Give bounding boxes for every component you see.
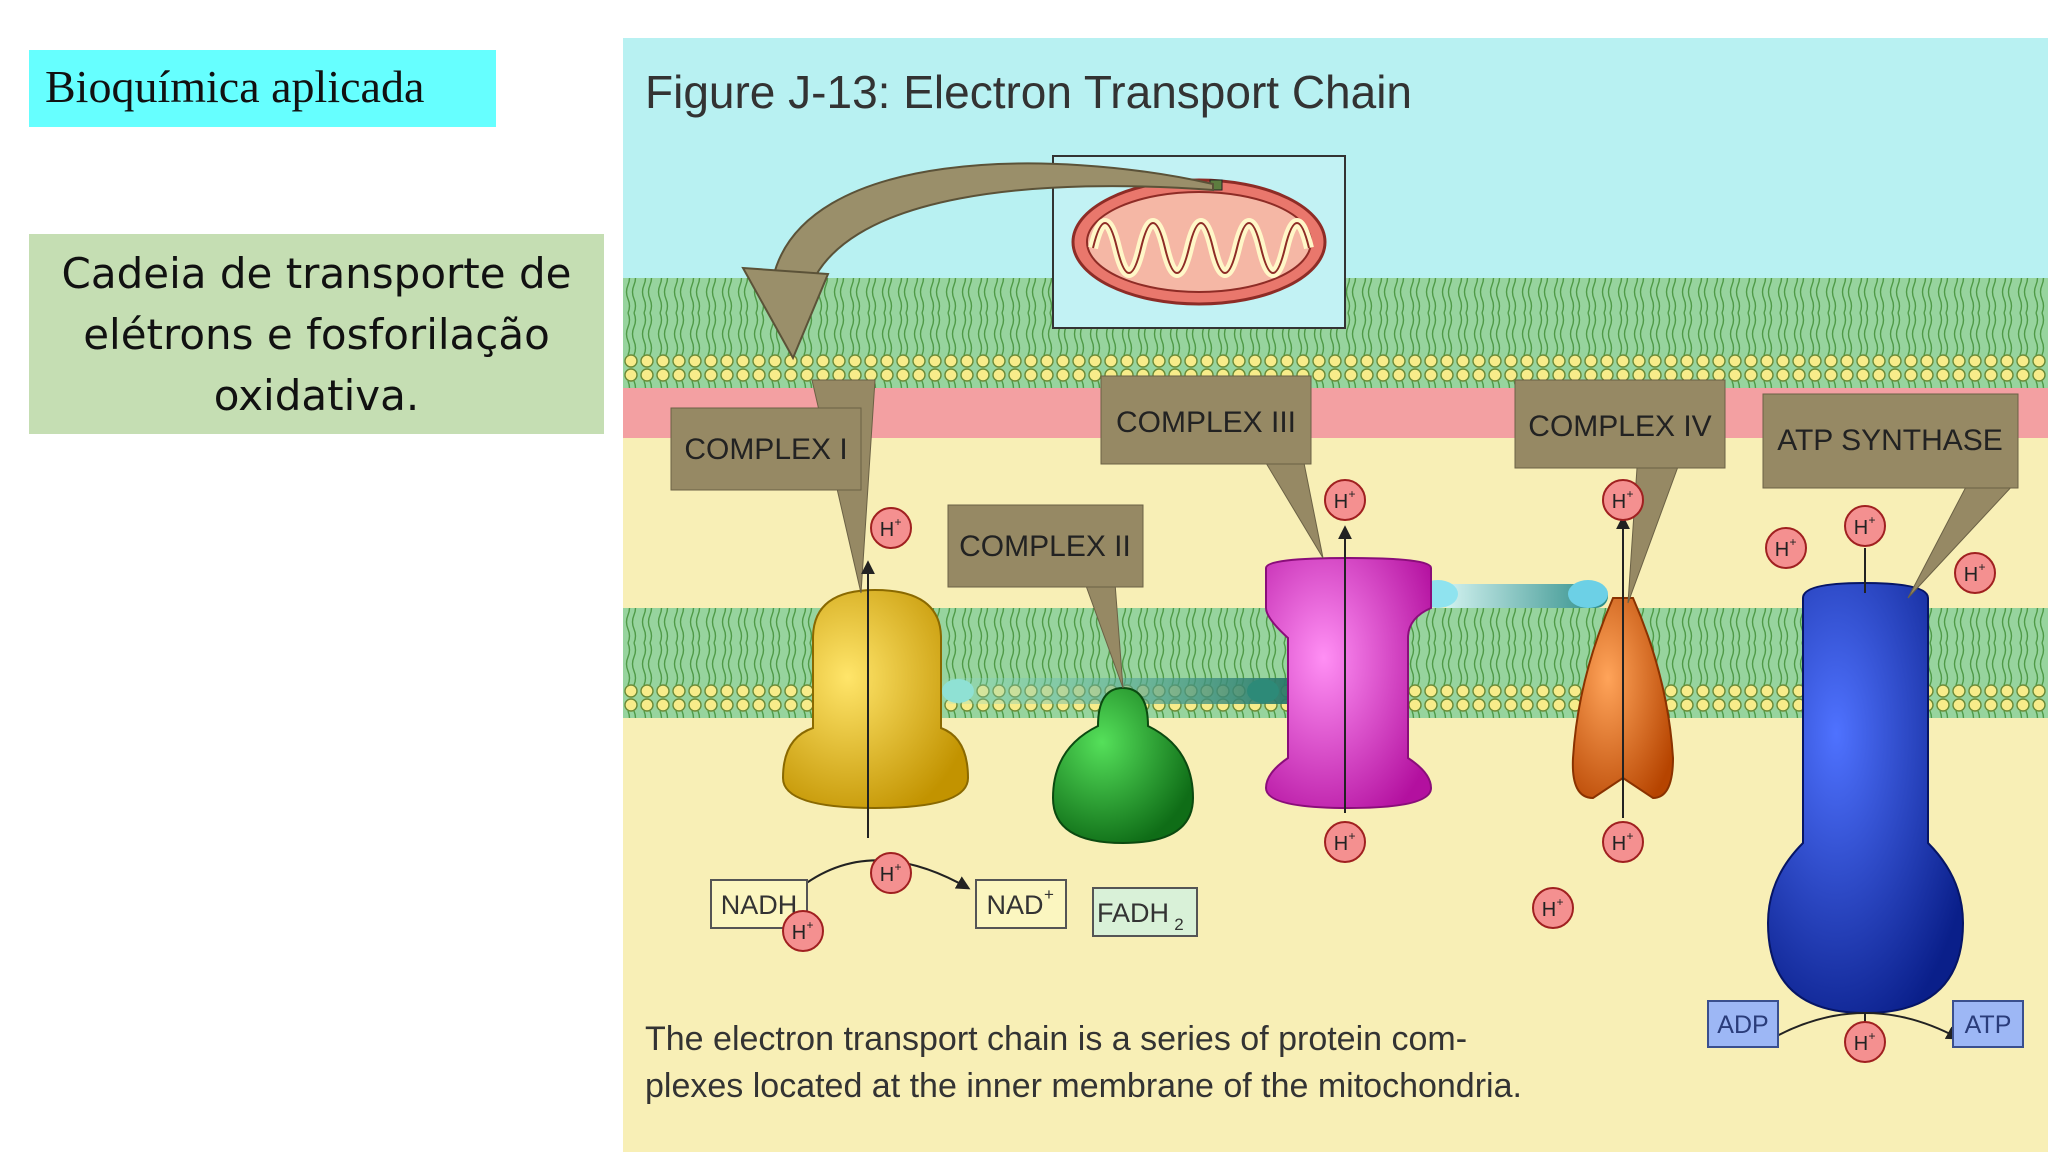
svg-text:+: +: [1348, 829, 1355, 843]
svg-text:H: H: [1854, 517, 1868, 539]
figure-caption-line-1: The electron transport chain is a series…: [645, 1020, 1467, 1058]
svg-text:H: H: [1612, 491, 1626, 513]
proton-icon: H +: [1765, 527, 1807, 569]
svg-text:+: +: [1978, 560, 1985, 574]
svg-text:H: H: [1964, 564, 1978, 586]
subtitle-line-3: oxidativa.: [213, 370, 420, 420]
nad-label: NAD: [986, 890, 1043, 920]
svg-text:H: H: [880, 864, 894, 886]
svg-text:+: +: [806, 918, 813, 932]
proton-icon: H +: [1324, 479, 1366, 521]
svg-text:+: +: [1626, 829, 1633, 843]
proton-icon: H +: [1602, 821, 1644, 863]
atp-box: [1952, 1000, 2024, 1048]
svg-text:+: +: [1868, 1029, 1875, 1043]
atp-synthase-label: ATP SYNTHASE: [1777, 424, 2003, 457]
complex-iii-protein: [1264, 556, 1433, 810]
proton-icon: H +: [1602, 479, 1644, 521]
adp-label: ADP: [1717, 1011, 1768, 1039]
svg-text:+: +: [1868, 513, 1875, 527]
atp-synthesis-arrow: [1772, 1012, 1961, 1040]
slide-subtitle: Cadeia de transporte de elétrons e fosfo…: [47, 243, 587, 426]
svg-text:+: +: [1348, 487, 1355, 501]
complex-iv-label-box: [1514, 379, 1726, 469]
nad-charge: +: [1044, 885, 1054, 904]
nadh-label: NADH: [721, 890, 798, 920]
proton-icon: H +: [1844, 1021, 1886, 1063]
atp-label: ATP: [1965, 1011, 2012, 1039]
svg-text:H: H: [1775, 539, 1789, 561]
complex-ii-label-box: [947, 504, 1144, 588]
proton-icon: H +: [870, 507, 912, 549]
svg-text:H: H: [1334, 833, 1348, 855]
subtitle-line-2: elétrons e fosforilação: [83, 309, 550, 359]
proton-icon: H +: [782, 910, 824, 952]
figure-title: Figure J-13: Electron Transport Chain: [645, 66, 1412, 118]
complex-ii-label: COMPLEX II: [959, 530, 1131, 563]
svg-text:H: H: [1854, 1033, 1868, 1055]
svg-text:H: H: [1542, 899, 1556, 921]
subtitle-line-1: Cadeia de transporte de: [61, 248, 572, 298]
fadh2-subscript: 2: [1174, 915, 1183, 934]
nad-box: [975, 879, 1067, 929]
mitochondrion-icon: [1071, 178, 1327, 306]
proton-icon: H +: [870, 852, 912, 894]
complex-i-protein: [781, 588, 970, 810]
complex-ii-protein: [1051, 686, 1195, 845]
complex-iv-label: COMPLEX IV: [1528, 410, 1711, 443]
figure-caption-line-2: plexes located at the inner membrane of …: [645, 1067, 1522, 1105]
slide-title-box: Bioquímica aplicada: [29, 50, 496, 127]
svg-text:+: +: [894, 860, 901, 874]
cytochrome-c-shuttle: [1438, 584, 1608, 608]
complex-iii-label-box: [1100, 375, 1312, 465]
atp-synthase-protein: [1766, 581, 1965, 1015]
slide-subtitle-box: Cadeia de transporte de elétrons e fosfo…: [29, 234, 604, 434]
ubiquinone-head-right: [1247, 679, 1279, 703]
fadh2-box: [1092, 887, 1198, 937]
cytochrome-c-right: [1568, 580, 1608, 608]
svg-text:+: +: [1626, 487, 1633, 501]
complex-i-label: COMPLEX I: [684, 433, 847, 466]
svg-text:+: +: [1789, 535, 1796, 549]
svg-text:H: H: [1612, 833, 1626, 855]
complex-iii-label: COMPLEX III: [1116, 406, 1296, 439]
protons: H + H + H + H + H + H + H: [782, 479, 1996, 1063]
proton-icon: H +: [1324, 821, 1366, 863]
slide-title: Bioquímica aplicada: [45, 61, 425, 112]
ubiquinone-head-left: [942, 679, 974, 703]
svg-text:H: H: [1334, 491, 1348, 513]
svg-text:H: H: [880, 519, 894, 541]
adp-box: [1707, 1000, 1779, 1048]
svg-text:+: +: [1556, 895, 1563, 909]
zoom-arrow-icon: [741, 162, 1214, 361]
proton-icon: H +: [1532, 887, 1574, 929]
svg-text:+: +: [894, 515, 901, 529]
fadh2-label: FADH: [1097, 898, 1169, 928]
proton-icon: H +: [1844, 505, 1886, 547]
complex-i-label-box: [670, 407, 862, 491]
svg-text:H: H: [792, 922, 806, 944]
proton-icon: H +: [1954, 552, 1996, 594]
atp-synthase-label-box: [1762, 393, 2019, 489]
etc-figure: Figure J-13: Electron Transport Chain CO…: [623, 38, 2048, 1152]
